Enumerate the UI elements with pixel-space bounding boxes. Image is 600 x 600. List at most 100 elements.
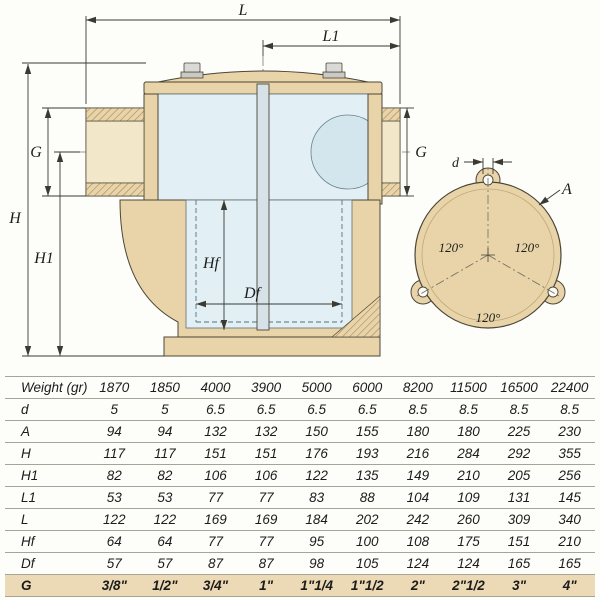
table-cell: 210 <box>544 530 595 553</box>
flange-cut-hatch <box>331 295 381 338</box>
table-cell: 131 <box>493 486 545 509</box>
dim-label-d: d <box>452 156 460 171</box>
table-cell: 57 <box>139 552 191 575</box>
table-cell: 8.5 <box>392 398 444 421</box>
table-cell: 124 <box>392 552 444 575</box>
table-cell: 230 <box>544 420 595 443</box>
flange-radial-centerlines <box>416 168 560 297</box>
flange-top-view: d A 120° 120° 120° <box>410 156 572 329</box>
table-cell: 122 <box>89 508 140 531</box>
table-cell: 87 <box>190 552 241 575</box>
table-cell: 1850 <box>139 376 191 399</box>
table-cell: 109 <box>443 486 494 509</box>
chamber-wall-left <box>143 93 159 205</box>
table-cell: 132 <box>190 420 241 443</box>
dim-label-Df: Df <box>243 285 263 302</box>
table-cell: 180 <box>392 420 444 443</box>
row-label: H <box>5 442 89 465</box>
table-cell: 175 <box>443 530 494 553</box>
table-cell: 3/8" <box>89 574 140 597</box>
table-cell: 135 <box>341 464 393 487</box>
table-cell: 3900 <box>240 376 292 399</box>
table-cell: 6.5 <box>291 398 342 421</box>
table-cell: 256 <box>544 464 595 487</box>
row-label: Df <box>5 552 89 575</box>
outlet-pipe <box>381 107 401 197</box>
table-cell: 57 <box>89 552 140 575</box>
table-cell: 108 <box>392 530 444 553</box>
table-cell: 355 <box>544 442 595 465</box>
table-cell: 5 <box>139 398 191 421</box>
table-cell: 122 <box>291 464 342 487</box>
strainer-cross-section <box>85 62 401 357</box>
table-cell: 53 <box>139 486 191 509</box>
table-cell: 2"1/2 <box>443 574 494 597</box>
table-cell: 106 <box>240 464 292 487</box>
table-cell: 82 <box>139 464 191 487</box>
table-cell: 16500 <box>493 376 545 399</box>
table-cell: 87 <box>240 552 292 575</box>
flange-center-cross <box>481 248 495 262</box>
table-cell: 151 <box>240 442 292 465</box>
table-cell: 242 <box>392 508 444 531</box>
table-cell: 106 <box>190 464 241 487</box>
table-cell: 169 <box>240 508 292 531</box>
row-label: G <box>5 574 89 597</box>
table-cell: 1870 <box>89 376 140 399</box>
table-cell: 340 <box>544 508 595 531</box>
center-tube <box>256 83 270 331</box>
dim-label-H1: H1 <box>33 250 54 267</box>
dim-label-L1: L1 <box>322 28 340 45</box>
table-cell: 77 <box>190 530 241 553</box>
table-cell: 176 <box>291 442 342 465</box>
table-cell: 117 <box>139 442 191 465</box>
table-cell: 22400 <box>544 376 595 399</box>
table-cell: 11500 <box>443 376 494 399</box>
table-cell: 145 <box>544 486 595 509</box>
dim-label-L: L <box>238 2 248 19</box>
table-cell: 82 <box>89 464 140 487</box>
table-cell: 64 <box>89 530 140 553</box>
flange-dims <box>464 158 561 206</box>
table-cell: 98 <box>291 552 342 575</box>
row-label: Weight (gr) <box>5 376 89 399</box>
table-cell: 77 <box>240 486 292 509</box>
table-cell: 104 <box>392 486 444 509</box>
chamber-wall-right <box>367 93 383 205</box>
table-cell: 5000 <box>291 376 342 399</box>
table-cell: 1"1/4 <box>291 574 342 597</box>
dim-label-Hf: Hf <box>202 255 222 272</box>
dimension-label-group: L L1 G G H H1 Hf Df <box>8 2 427 302</box>
table-cell: 1"1/2 <box>341 574 393 597</box>
row-label: Hf <box>5 530 89 553</box>
dimension-lines <box>22 16 414 357</box>
table-cell: 132 <box>240 420 292 443</box>
row-label: H1 <box>5 464 89 487</box>
lid-bolt <box>180 62 346 79</box>
table-cell: 3/4" <box>190 574 241 597</box>
table-cell: 77 <box>190 486 241 509</box>
table-cell: 155 <box>341 420 393 443</box>
table-cell: 292 <box>493 442 545 465</box>
row-label: d <box>5 398 89 421</box>
table-cell: 124 <box>443 552 494 575</box>
table-cell: 4000 <box>190 376 241 399</box>
table-cell: 284 <box>443 442 494 465</box>
table-cell: 180 <box>443 420 494 443</box>
dim-label-H: H <box>8 210 22 227</box>
table-cell: 8.5 <box>443 398 494 421</box>
table-cell: 225 <box>493 420 545 443</box>
table-cell: 149 <box>392 464 444 487</box>
outlet-port <box>310 114 368 190</box>
row-label: L1 <box>5 486 89 509</box>
row-label: A <box>5 420 89 443</box>
table-cell: 88 <box>341 486 393 509</box>
